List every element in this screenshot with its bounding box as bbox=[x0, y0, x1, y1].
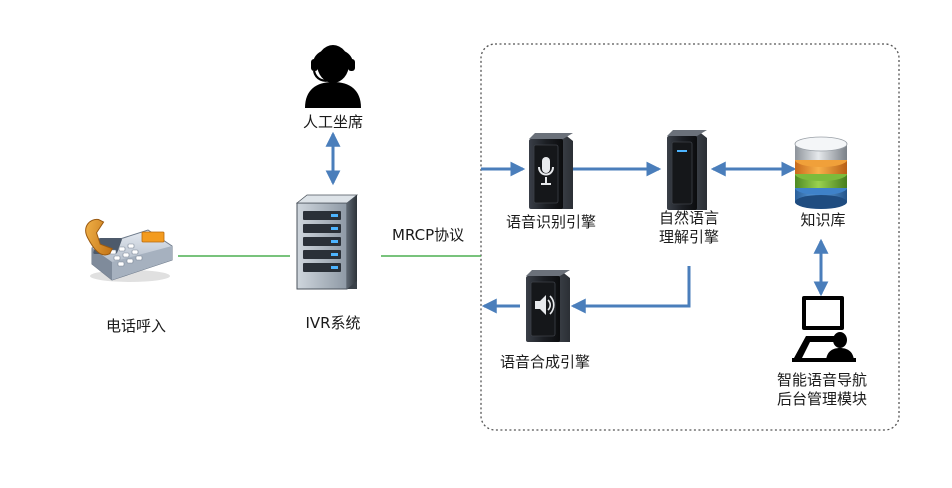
server-icon bbox=[295, 194, 359, 290]
admin-label: 智能语音导航 后台管理模块 bbox=[760, 371, 884, 409]
tts-label: 语音合成引擎 bbox=[499, 353, 590, 371]
telephone-icon bbox=[85, 218, 173, 282]
nlu-server-icon bbox=[667, 130, 707, 210]
kb-label: 知识库 bbox=[800, 211, 846, 229]
admin-workstation-icon bbox=[792, 296, 856, 362]
protocol-label: MRCP协议 bbox=[392, 226, 465, 244]
nlu-label-line-1: 自然语言 bbox=[658, 209, 719, 227]
ivr-label: IVR系统 bbox=[305, 314, 361, 332]
nlu-label-line-2: 理解引擎 bbox=[658, 228, 719, 246]
microphone-server-icon bbox=[529, 133, 573, 209]
nlu-tts-arrow bbox=[570, 266, 691, 314]
speaker-server-icon bbox=[526, 270, 570, 342]
nlu-label: 自然语言 理解引擎 bbox=[647, 209, 731, 247]
database-icon bbox=[794, 136, 848, 209]
agent-label: 人工坐席 bbox=[302, 113, 363, 131]
admin-label-line-1: 智能语音导航 bbox=[776, 371, 867, 389]
asr-label: 语音识别引擎 bbox=[505, 213, 596, 231]
agent-headset-icon bbox=[305, 45, 361, 108]
engine-subsystem-boundary bbox=[480, 43, 900, 431]
phone-label: 电话呼入 bbox=[105, 317, 166, 335]
admin-label-line-2: 后台管理模块 bbox=[776, 390, 867, 408]
